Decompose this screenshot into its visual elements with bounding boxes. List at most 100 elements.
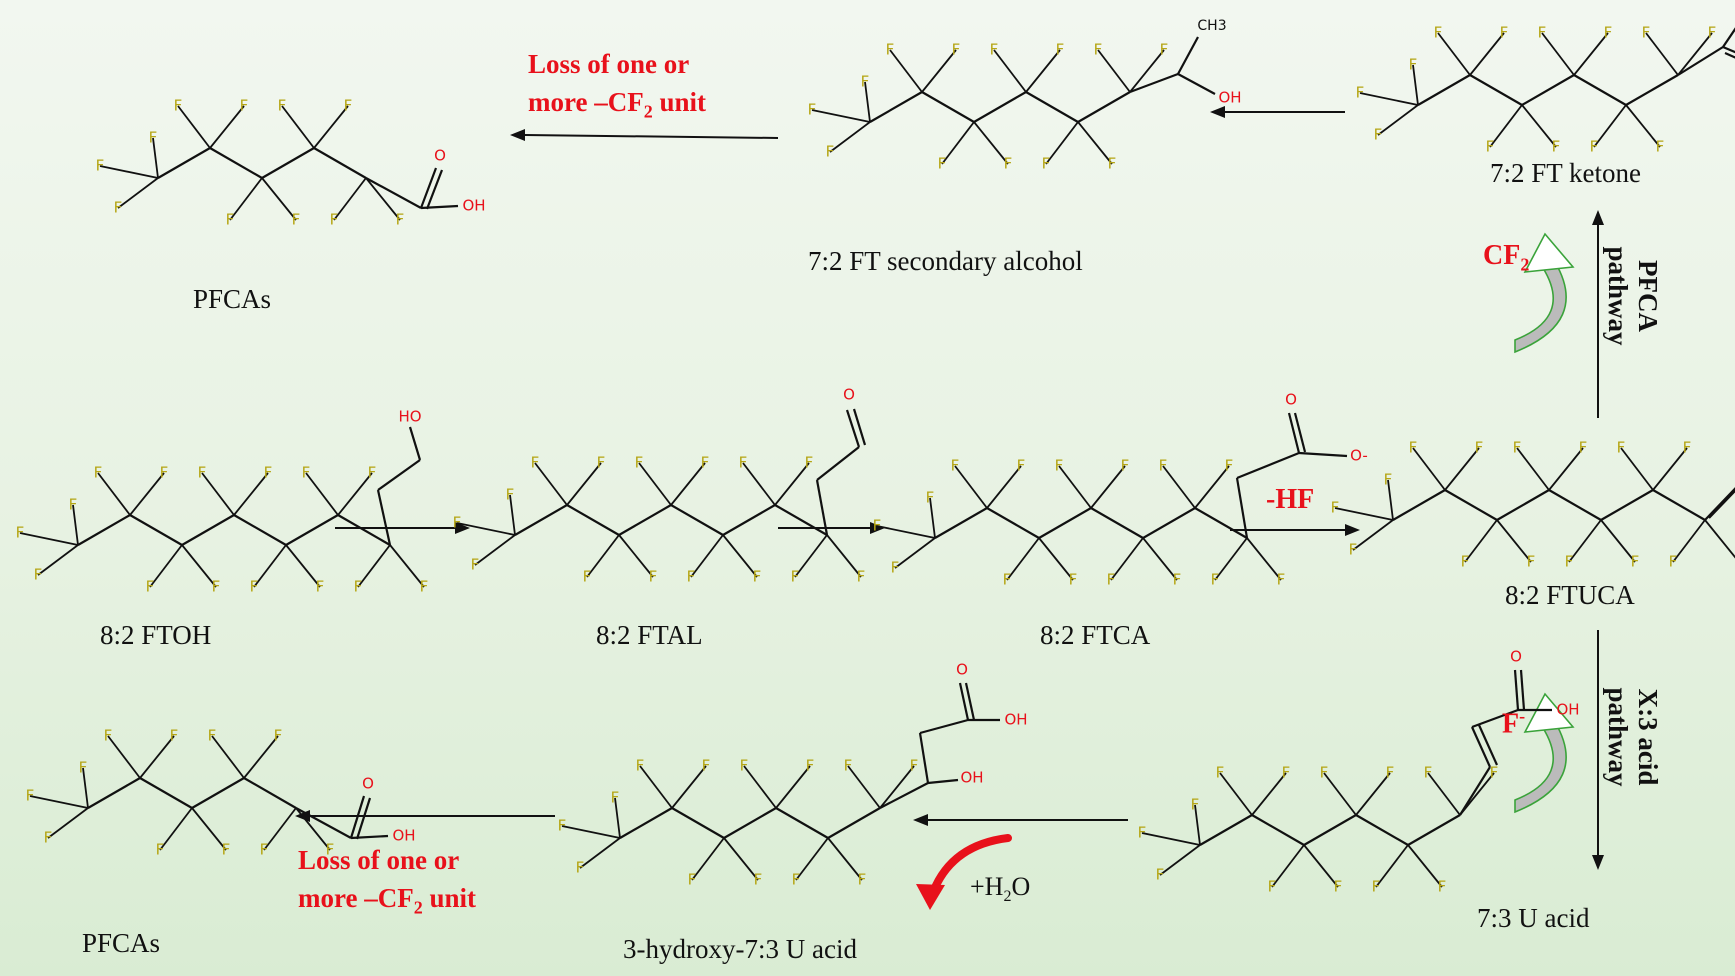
fluorine-atom: F	[1216, 764, 1225, 782]
fluorine-atom: F	[873, 517, 882, 535]
fluorine-atom: F	[1277, 571, 1286, 589]
fluorine-atom: F	[44, 829, 53, 847]
chain-bond	[366, 178, 421, 208]
chain-bond	[1200, 815, 1252, 845]
arrowhead	[1592, 855, 1604, 870]
label-8-2-ftoh: 8:2 FTOH	[100, 620, 211, 651]
fluorine-atom: F	[531, 454, 540, 472]
fluorine-atom: F	[1604, 24, 1613, 42]
chain-bond	[1252, 815, 1304, 845]
fluorine-atom: F	[1156, 866, 1165, 884]
c-f-bond	[1376, 845, 1408, 887]
c-f-bond	[334, 178, 366, 220]
label-8-2-ftca: 8:2 FTCA	[1040, 620, 1150, 651]
fluorine-atom: F	[891, 559, 900, 577]
c-f-bond	[1111, 538, 1143, 580]
c-f-bond	[1335, 508, 1393, 520]
chain-bond	[974, 92, 1026, 122]
label-7-2-ft-secondary-alcohol: 7:2 FT secondary alcohol	[808, 246, 1083, 277]
fluorine-atom: F	[250, 578, 259, 596]
fluorine-atom: F	[1669, 553, 1678, 571]
label-pfcas-bottom: PFCAs	[82, 928, 160, 959]
c-f-bond	[282, 106, 314, 148]
fluorine-atom: F	[1107, 571, 1116, 589]
fluorine-atom: F	[240, 97, 249, 115]
fluorine-atom: F	[1160, 41, 1169, 59]
c-f-bond	[1673, 520, 1705, 562]
c-f-bond	[744, 766, 776, 808]
fluorine-atom: F	[226, 211, 235, 229]
fluorine-atom: F	[1349, 541, 1358, 559]
fluorine-atom: F	[636, 757, 645, 775]
fluorine-atom: F	[34, 566, 43, 584]
chain-bond	[1091, 508, 1143, 538]
chain-bond	[1723, 7, 1735, 47]
fluorine-atom: F	[368, 464, 377, 482]
c-f-bond	[1272, 845, 1304, 887]
chain-bond	[338, 515, 390, 545]
cf2-label: CF2	[1483, 240, 1529, 276]
fluorine-atom: F	[844, 757, 853, 775]
c-f-bond	[895, 538, 935, 568]
fluorine-atom: F	[1438, 878, 1447, 896]
c-f-bond	[1160, 845, 1200, 875]
fluorine-atom: F	[94, 464, 103, 482]
c-f-bond	[580, 838, 620, 868]
fluorine-atom: F	[688, 871, 697, 889]
fluorine-atom: F	[420, 578, 429, 596]
hydroxyl-group: OH	[1218, 89, 1241, 107]
hydroxyl-group: OH	[462, 197, 485, 215]
c-f-bond	[877, 526, 935, 538]
c-f-bond	[562, 826, 620, 838]
label-7-3-u-acid: 7:3 U acid	[1477, 903, 1589, 934]
chain-bond	[620, 808, 672, 838]
fluorine-atom: F	[1565, 553, 1574, 571]
fluorine-atom: F	[396, 211, 405, 229]
fluorine-atom: F	[1331, 499, 1340, 517]
c-f-bond	[691, 535, 723, 577]
c-f-bond	[955, 466, 987, 508]
fluorine-atom: F	[1708, 24, 1717, 42]
fluorine-atom: F	[1094, 41, 1103, 59]
fluorine-atom: F	[1579, 439, 1588, 457]
c-f-bond	[20, 533, 78, 545]
chain-bond	[567, 505, 619, 535]
fluorine-atom: F	[160, 464, 169, 482]
c-f-bond	[100, 166, 158, 178]
chain-bond	[1549, 490, 1601, 520]
chain-bond	[1039, 508, 1091, 538]
label-8-2-ftuca: 8:2 FTUCA	[1505, 580, 1635, 611]
fluorine-atom: F	[1056, 41, 1065, 59]
fluorine-atom: F	[1004, 155, 1013, 173]
fluorine-atom: F	[471, 556, 480, 574]
chain-bond	[244, 778, 296, 808]
fluorine-atom: F	[104, 727, 113, 745]
fluorine-atom: F	[861, 73, 870, 91]
carbonyl-oxygen: O	[956, 661, 968, 679]
fluorine-atom: F	[808, 101, 817, 119]
c-f-bond	[108, 736, 140, 778]
c-o-bond	[1178, 74, 1215, 94]
fluorine-atom: F	[649, 568, 658, 586]
chain-bond	[78, 515, 130, 545]
chain-bond	[140, 778, 192, 808]
c-f-bond	[1353, 520, 1393, 550]
chain-bond	[296, 808, 351, 838]
fluorine-atom: F	[174, 97, 183, 115]
fluorine-atom: F	[292, 211, 301, 229]
fluorine-atom: F	[1320, 764, 1329, 782]
c-f-bond	[1046, 122, 1078, 164]
reaction-arrow-alcohol-pfcas	[525, 135, 778, 138]
chain-bond	[158, 148, 210, 178]
hydroxyl-group: OH	[1004, 711, 1027, 729]
c-f-bond	[1163, 466, 1195, 508]
chain-bond	[935, 508, 987, 538]
fluorine-atom: F	[1424, 764, 1433, 782]
c-f-bond	[160, 808, 192, 850]
fluorine-atom: F	[1538, 24, 1547, 42]
c-f-bond	[1594, 105, 1626, 147]
carbonyl-oxygen: O	[1285, 391, 1297, 409]
fluorine-atom: F	[1121, 457, 1130, 475]
